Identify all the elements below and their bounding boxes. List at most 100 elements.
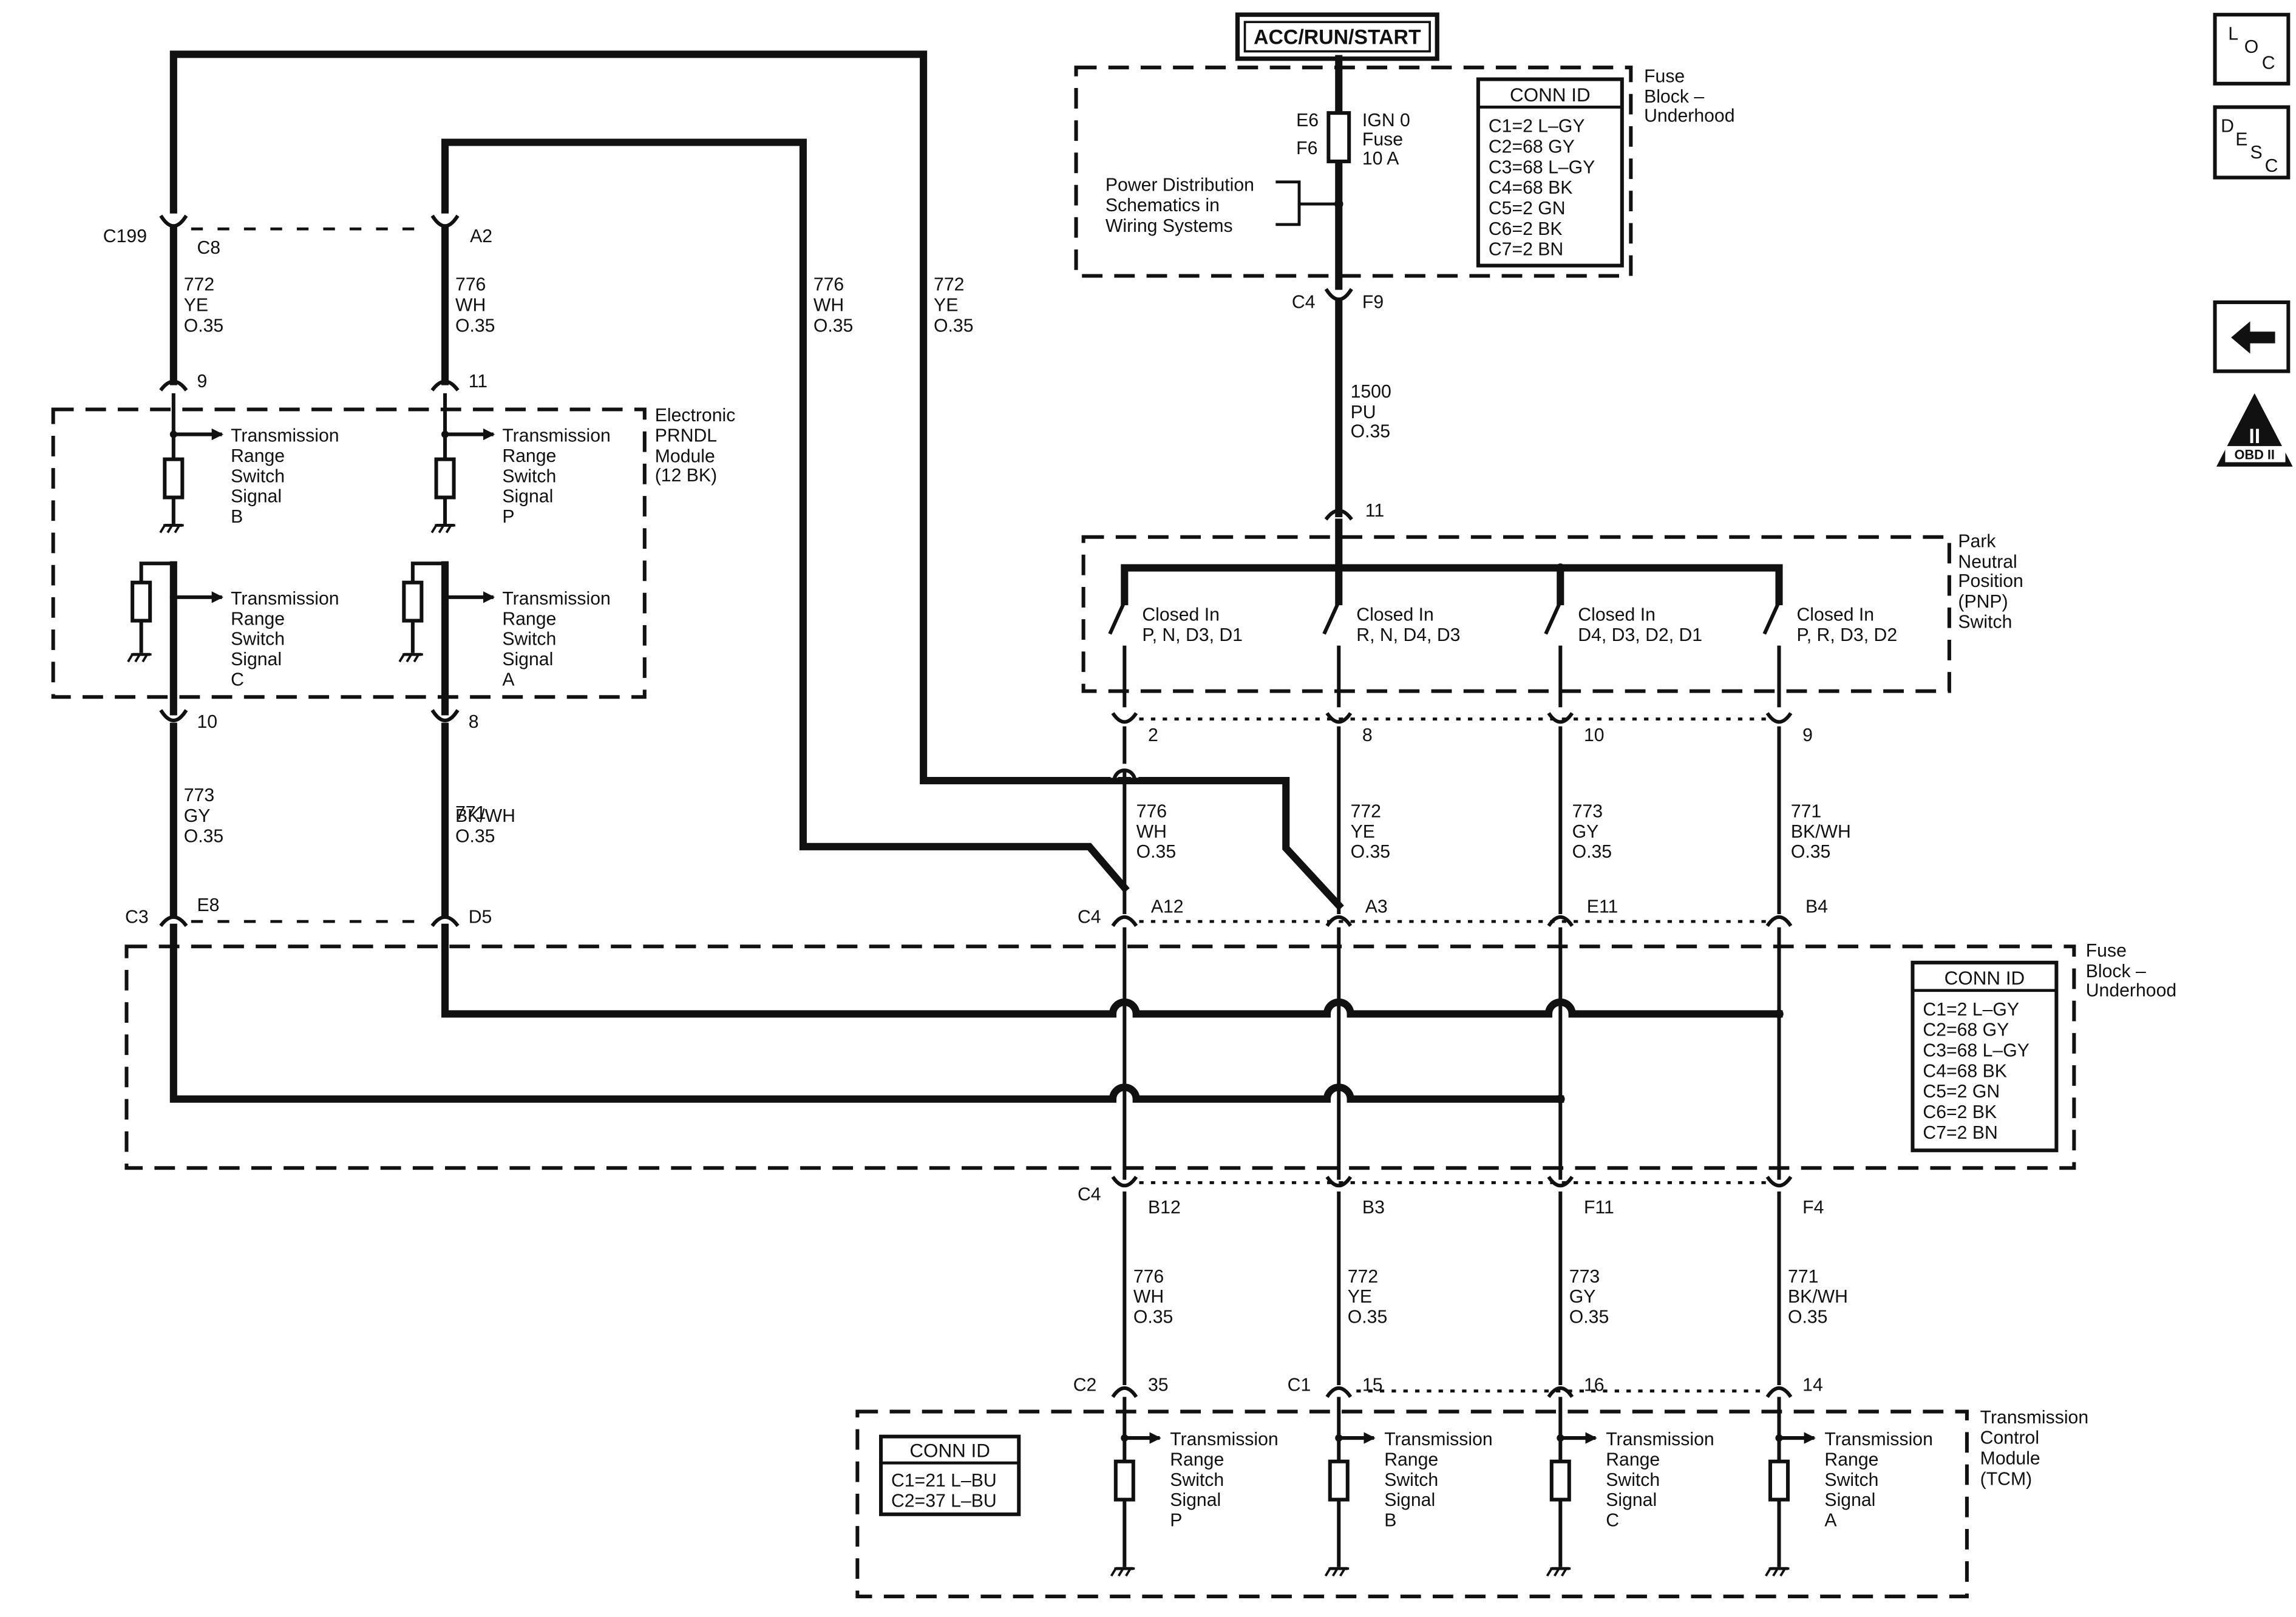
connector-c4-lower-2: [1325, 1175, 1353, 1188]
pnp-contact-1-icon: [1108, 600, 1127, 635]
connector-c4-upper-3: [1547, 915, 1574, 927]
svg-text:2: 2: [1148, 725, 1158, 745]
resistor-icon: [1328, 1459, 1350, 1502]
connector-c4-upper-1: [1111, 915, 1138, 927]
pnp-switch-title: Park Neutral Position (PNP) Switch: [1958, 532, 2028, 632]
svg-text:35: 35: [1148, 1375, 1169, 1395]
power-distribution-ref[interactable]: Power Distribution Schematics in Wiring …: [1106, 175, 1259, 236]
conn-id-table-tcm: CONN ID C1=21 L–BU C2=37 L–BU: [879, 1434, 1021, 1516]
svg-text:D5: D5: [469, 907, 492, 927]
svg-text:BK/WHO.35: BK/WHO.35: [455, 806, 515, 847]
svg-text:E11: E11: [1587, 897, 1618, 917]
svg-text:10: 10: [1584, 725, 1605, 745]
svg-text:C1=21 L–BU C2=37 L–BU: C1=21 L–BU C2=37 L–BU: [891, 1471, 1002, 1511]
ground-icon: [430, 524, 455, 534]
tcm-title: Transmission Control Module (TCM): [1980, 1408, 2094, 1490]
ground-icon: [398, 653, 423, 663]
fuse-block-mid-boundary: [124, 944, 2076, 1170]
pnp-contact-2-icon: [1322, 600, 1341, 635]
pnp-contact-4-icon: [1762, 600, 1781, 635]
pnp-contact-3-icon: [1544, 600, 1563, 635]
obd-ii-icon[interactable]: II OBD II: [2216, 393, 2293, 467]
tcm-boundary: [855, 1409, 1969, 1599]
connector-tcm-3: [1547, 1386, 1574, 1398]
fuse-block-top-title: Fuse Block – Underhood: [1644, 66, 1734, 126]
wire-1500-label: 1500 PU O.35: [1351, 382, 1397, 441]
svg-text:A3: A3: [1365, 897, 1388, 917]
svg-text:CONN ID: CONN ID: [1510, 84, 1591, 106]
svg-text:10: 10: [197, 712, 218, 732]
connector-c4-upper-4: [1765, 915, 1793, 927]
resistor-icon: [1113, 1459, 1135, 1502]
svg-text:OBD II: OBD II: [2235, 447, 2275, 463]
connector-c4-f9: [1324, 288, 1353, 302]
svg-text:C1=2 L–GY C2=68 GY: C1=2 L–GY C2=68 GY C3=68 L–GY C4=68 BK C…: [1489, 117, 1600, 260]
ign0-fuse-label: IGN 0 Fuse 10 A: [1362, 110, 1415, 169]
ground-icon: [159, 524, 184, 534]
resistor-icon: [1549, 1459, 1571, 1502]
svg-text:C4: C4: [1078, 1184, 1101, 1204]
ground-icon: [1324, 1567, 1350, 1577]
svg-text:C4: C4: [1078, 907, 1101, 927]
connector-c4-lower-1: [1111, 1175, 1138, 1188]
svg-text:9: 9: [197, 371, 208, 392]
svg-text:9: 9: [1802, 725, 1813, 745]
svg-text:B4: B4: [1805, 897, 1828, 917]
connector-c4-lower-4: [1765, 1175, 1793, 1188]
resistor-icon: [1768, 1459, 1790, 1502]
connector-c4-upper-2: [1325, 915, 1353, 927]
resistor-icon: [402, 580, 424, 623]
svg-text:C2: C2: [1073, 1375, 1097, 1395]
resistor-icon: [131, 580, 152, 623]
svg-text:C1: C1: [1288, 1375, 1311, 1395]
fuse-block-mid-title: Fuse Block – Underhood: [2086, 941, 2176, 1000]
svg-text:8: 8: [469, 712, 479, 732]
resistor-icon: [434, 457, 456, 500]
svg-text:B3: B3: [1362, 1198, 1385, 1218]
ground-icon: [1110, 1567, 1135, 1577]
svg-text:A12: A12: [1151, 897, 1184, 917]
ground-icon: [127, 653, 152, 663]
svg-text:11: 11: [469, 371, 487, 392]
back-arrow-icon[interactable]: [2213, 300, 2291, 373]
desc-icon[interactable]: DESC: [2213, 105, 2291, 180]
fuse-block-top-boundary: [1074, 66, 1633, 278]
connector-tcm-2: [1325, 1386, 1353, 1398]
connector-tcm-1: [1111, 1386, 1138, 1398]
svg-text:14: 14: [1802, 1375, 1823, 1395]
conn-id-table-top: CONN ID C1=2 L–GY C2=68 GY C3=68 L–GY C4…: [1476, 77, 1624, 268]
svg-text:E8: E8: [197, 895, 220, 915]
loc-icon[interactable]: LOC: [2213, 13, 2291, 86]
svg-text:F11: F11: [1584, 1198, 1614, 1218]
svg-text:C1=2 L–GY C2=68 GY: C1=2 L–GY C2=68 GY C3=68 L–GY C4=68 BK C…: [1923, 1000, 2034, 1143]
svg-text:LOC: LOC: [2228, 24, 2275, 73]
svg-text:CONN ID: CONN ID: [1944, 968, 2025, 989]
svg-text:F4: F4: [1802, 1198, 1824, 1218]
svg-text:11: 11: [1365, 501, 1384, 521]
